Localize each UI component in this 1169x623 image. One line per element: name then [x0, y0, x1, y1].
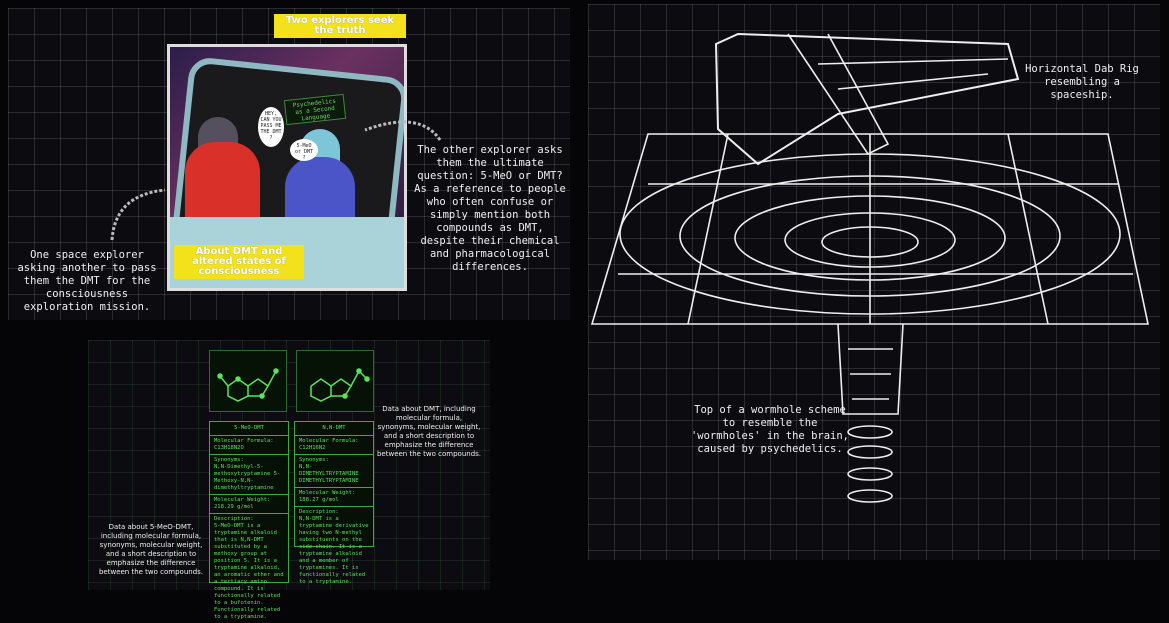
caption-wormhole: Top of a wormhole scheme to resemble the… [690, 404, 850, 455]
speech-bubble-1: HEY, CAN YOU PASS ME THE DMT ? [258, 107, 284, 147]
compound-card-5meo-dmt: 5-MeO-DMT Molecular Formula:C13H18N2O Sy… [209, 421, 289, 620]
synonyms-value: N,N-Dimethyl-5-methoxytryptamine 5-Metho… [214, 464, 281, 491]
card-title: N,N-DMT [295, 422, 373, 436]
synonyms-value: N,N-DIMETHYLTRYPTAMINE DIMETHYLTRYPTAMIN… [299, 464, 359, 484]
synonyms-label: Synonyms: [299, 457, 329, 463]
compounds-panel [88, 340, 490, 590]
formula-label: Molecular Formula: [299, 438, 359, 444]
description-label: Description: [299, 509, 339, 515]
weight-label: Molecular Weight: [214, 497, 271, 503]
formula-value: C12H16N2 [299, 445, 326, 451]
formula-value: C13H18N2O [214, 445, 244, 451]
caption-5meo: Data about 5-MeO-DMT, including molecula… [98, 523, 204, 576]
weight-value: 218.29 g/mol [214, 504, 254, 510]
caption-dmt: Data about DMT, including molecular form… [376, 405, 482, 458]
spacetime-grid [590, 133, 1149, 325]
description-value: N,N-DMT is a tryptamine derivative havin… [299, 516, 369, 585]
comic-illustration: Psychedelics as a Second Language HEY, C… [167, 44, 407, 291]
weight-value: 188.27 g/mol [299, 497, 339, 503]
comic-title: Two explorers seek the truth [274, 14, 406, 38]
compound-card-n-n-dmt: N,N-DMT Molecular Formula:C12H16N2 Synon… [294, 421, 374, 585]
description-value: 5-MeO-DMT is a tryptamine alkaloid that … [214, 523, 284, 620]
formula-label: Molecular Formula: [214, 438, 274, 444]
description-label: Description: [214, 516, 254, 522]
wormhole-illustration [590, 32, 1149, 503]
card-title: 5-MeO-DMT [210, 422, 288, 436]
dab-rig [714, 32, 1020, 166]
weight-label: Molecular Weight: [299, 490, 356, 496]
molecule-5meo-dmt [209, 350, 287, 412]
caption-dab-rig: Horizontal Dab Rig resembling a spaceshi… [1025, 63, 1139, 101]
wormhole-tube [837, 323, 904, 415]
caption-left: One space explorer asking another to pas… [17, 249, 157, 313]
speech-bubble-2: 5-MeO or DMT ? [290, 139, 318, 161]
comic-subtitle: About DMT and altered states of consciou… [174, 245, 304, 279]
caption-right: The other explorer asks them the ultimat… [414, 144, 566, 273]
molecule-n-n-dmt [296, 350, 374, 412]
synonyms-label: Synonyms: [214, 457, 244, 463]
